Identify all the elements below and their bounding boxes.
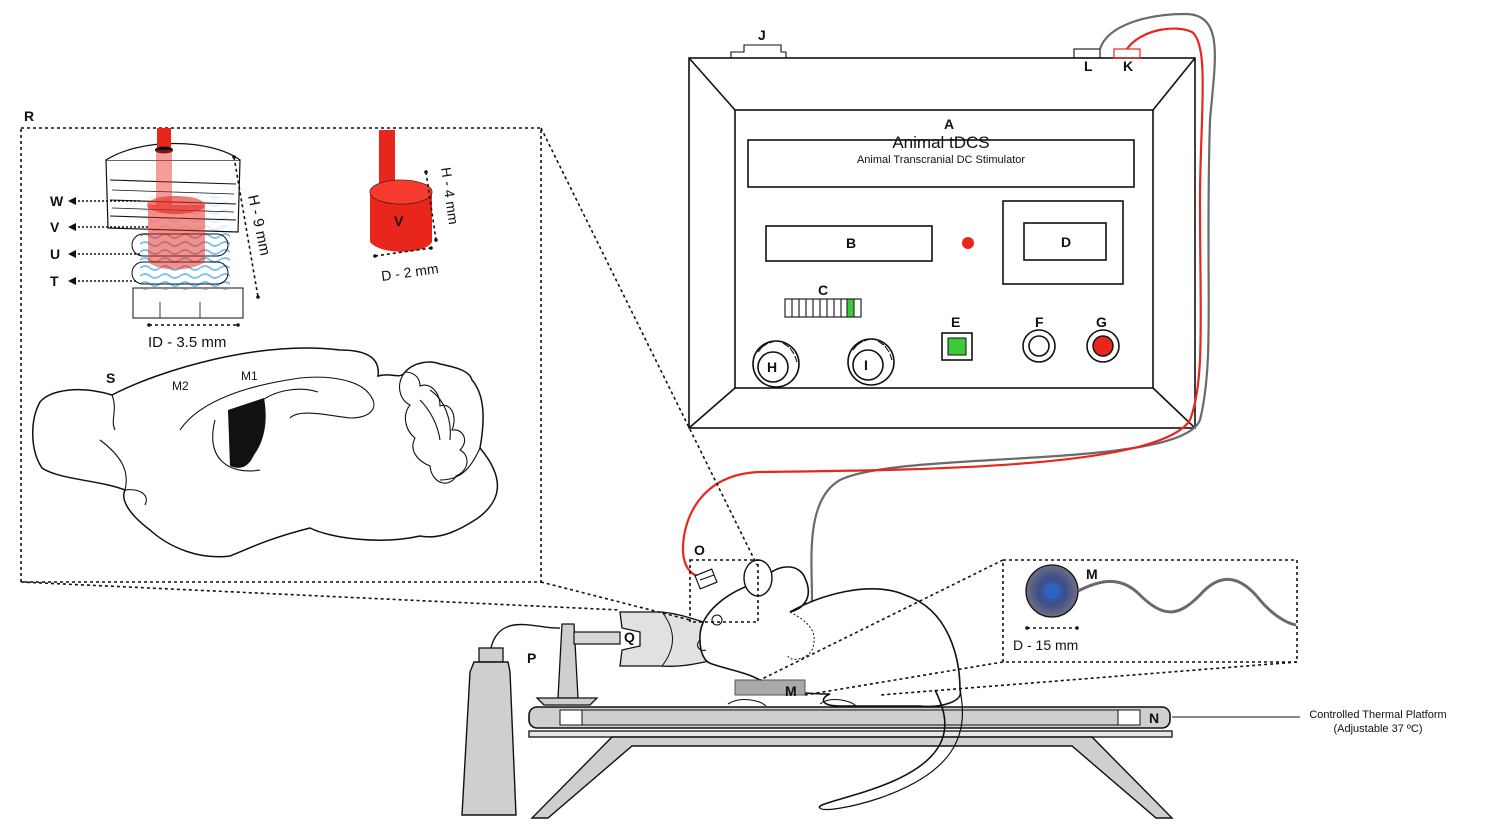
label-h: H — [767, 359, 777, 375]
device-front-panel — [734, 109, 1154, 389]
level-bar-c — [784, 298, 862, 318]
label-w: W — [50, 193, 64, 209]
label-g: G — [1096, 314, 1107, 330]
knob-i[interactable] — [847, 338, 895, 386]
platform-top — [528, 706, 1171, 729]
label-f: F — [1035, 314, 1044, 330]
head-electrode-callout-o — [689, 559, 759, 623]
platform-label-line1: Controlled Thermal Platform — [1309, 709, 1446, 721]
brain-label-m1: M1 — [241, 369, 258, 383]
label-s: S — [106, 370, 115, 386]
label-m-mouse: M — [785, 683, 797, 699]
return-electrode-pad-detail — [1025, 564, 1297, 630]
button-e[interactable] — [941, 332, 973, 361]
device-subtitle: Animal Transcranial DC Stimulator — [857, 154, 1025, 166]
label-o: O — [694, 542, 705, 558]
brain-label-m2: M2 — [172, 379, 189, 393]
sponge-v-detail — [369, 130, 438, 258]
electrode-inner-diameter: ID - 3.5 mm — [148, 334, 226, 351]
label-v-sponge: V — [394, 213, 404, 229]
label-k: K — [1123, 58, 1133, 74]
display-b — [765, 225, 933, 262]
label-m-zoom: M — [1086, 566, 1098, 582]
label-r: R — [24, 108, 34, 124]
cathode-cable — [794, 12, 1216, 661]
label-e: E — [951, 314, 960, 330]
label-i: I — [864, 357, 868, 373]
label-l: L — [1084, 58, 1093, 74]
sponge-diameter: D - 2 mm — [380, 260, 439, 284]
label-q: Q — [624, 629, 635, 645]
label-d: D — [1061, 234, 1071, 250]
sponge-height: H - 4 mm — [438, 166, 462, 225]
meter-d-display — [1023, 222, 1107, 261]
return-electrode-zoom-panel — [1002, 559, 1298, 663]
label-u: U — [50, 246, 60, 262]
device-title: Animal tDCS — [892, 133, 989, 152]
platform-stand — [530, 736, 1174, 819]
anode-connector-k — [1113, 48, 1141, 59]
device-outer-frame — [688, 57, 1196, 429]
top-connector-j — [730, 44, 787, 58]
return-electrode-m — [734, 679, 806, 696]
anode-cable — [681, 27, 1204, 578]
label-p: P — [527, 650, 536, 666]
button-f[interactable] — [1022, 329, 1056, 363]
mouse-tail — [818, 689, 946, 809]
label-c: C — [818, 282, 828, 298]
cathode-connector-l — [1073, 48, 1101, 59]
label-b: B — [846, 235, 856, 251]
label-t: T — [50, 273, 59, 289]
head-electrode — [694, 568, 718, 590]
title-display — [747, 139, 1135, 188]
platform-label-line2: (Adjustable 37 ºC) — [1333, 723, 1422, 735]
label-v-layer: V — [50, 219, 60, 235]
electrode-height: H - 9 mm — [244, 193, 273, 257]
nose-cone-stand — [535, 623, 621, 706]
brain-sagittal-section — [32, 347, 499, 558]
nose-cone-q — [619, 611, 721, 667]
return-electrode-diameter: D - 15 mm — [1013, 637, 1078, 653]
button-g[interactable] — [1086, 329, 1120, 363]
thermal-platform — [528, 706, 1300, 819]
power-indicator-light — [962, 237, 974, 249]
label-a: A — [944, 116, 954, 132]
knob-h[interactable] — [752, 340, 800, 388]
electrode-holder-diagram — [105, 128, 244, 319]
label-j: J — [758, 27, 766, 43]
layer-arrows — [68, 197, 150, 285]
label-n: N — [1149, 710, 1159, 726]
meter-d-frame — [1002, 200, 1124, 285]
gel-tube-p — [461, 623, 561, 816]
stimulator-device — [688, 44, 1196, 429]
electrode-zoom-panel-r — [20, 127, 542, 583]
